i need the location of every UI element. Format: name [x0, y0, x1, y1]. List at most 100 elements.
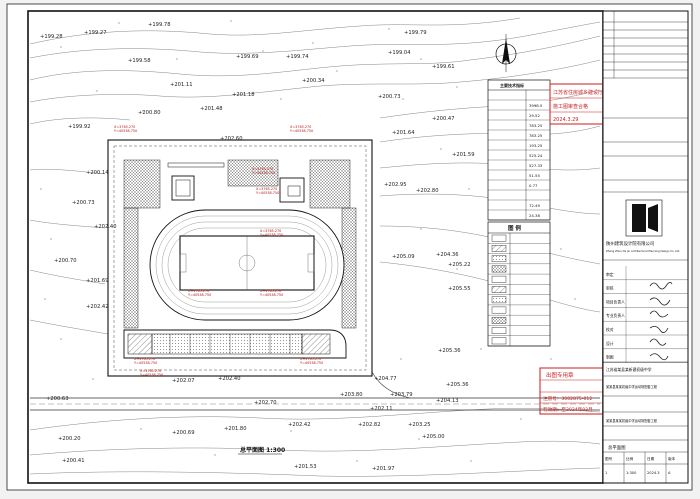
footer-value: 2024.3 — [647, 471, 660, 475]
person-role-label: 设计 — [606, 341, 614, 346]
person-role-label: 校对 — [606, 327, 614, 332]
svg-text:Y=40538.750: Y=40538.750 — [260, 233, 283, 237]
person-role-label: 审定 — [606, 272, 614, 277]
metrics-row-value: 3998.5 — [529, 103, 543, 108]
svg-text:ıı: ıı — [118, 21, 120, 25]
elevation-label: +202.07 — [172, 378, 195, 384]
metrics-row-value: 72.49 — [529, 203, 540, 208]
elevation-label: +204.13 — [436, 398, 459, 404]
elevation-label: +199.74 — [286, 54, 309, 60]
footer-value: 1:300 — [626, 471, 637, 475]
elevation-label: +201.59 — [452, 152, 475, 158]
elevation-label: +204.77 — [374, 376, 397, 382]
legend-swatch — [491, 245, 507, 252]
svg-text:ıı: ıı — [456, 267, 458, 271]
project-subtitle-1: 某某县某某初级中学运动场配套工程 — [606, 384, 658, 389]
svg-text:ıı: ıı — [468, 187, 470, 191]
svg-text:ıı: ıı — [142, 109, 144, 113]
svg-text:Y=40538.750: Y=40538.750 — [300, 361, 323, 365]
metrics-row-value: 783.25 — [529, 133, 543, 138]
legend-swatch — [491, 286, 507, 293]
svg-text:ıı: ıı — [60, 45, 62, 49]
svg-text:X=3765.270: X=3765.270 — [260, 289, 281, 293]
elevation-label: +202.40 — [94, 224, 117, 230]
svg-text:Y=40538.750: Y=40538.750 — [290, 129, 313, 133]
elevation-label: +199.27 — [84, 30, 107, 36]
svg-text:ıı: ıı — [50, 237, 52, 241]
elevation-label: +201.48 — [200, 106, 223, 112]
elevation-label: +204.36 — [436, 252, 459, 258]
elevation-label: +203.25 — [408, 422, 431, 428]
svg-text:ıı: ıı — [456, 85, 458, 89]
person-role-label: 项目负责人 — [606, 299, 625, 304]
road — [30, 371, 600, 411]
svg-text:ıı: ıı — [520, 417, 522, 421]
elevation-label: +200.20 — [58, 436, 81, 442]
svg-text:ıı: ıı — [440, 147, 442, 151]
buildings — [167, 162, 305, 203]
metrics-row-value: 783.25 — [529, 123, 543, 128]
person-role-label: 专业负责人 — [606, 313, 625, 318]
elevation-label: +199.78 — [148, 22, 171, 28]
project-subtitle-2: 某某县某某初级中学运动场配套工程 — [606, 418, 658, 423]
footer-value: A — [668, 471, 671, 475]
legend-swatch — [491, 265, 507, 273]
footer-key: 图号 — [605, 456, 613, 461]
elevation-label: +205.36 — [438, 348, 461, 354]
svg-text:ıı: ıı — [418, 437, 420, 441]
legend-swatch — [491, 337, 507, 345]
svg-text:ıı: ıı — [574, 297, 576, 301]
footer-value: 1 — [605, 471, 607, 475]
elevation-label: +201.80 — [224, 426, 247, 432]
footer-key: 日期 — [647, 456, 655, 461]
title-block: 陕州建筑设计院有限公司 Zhang Zhou Da Jiu Architectu… — [602, 10, 689, 484]
svg-text:Y=40538.750: Y=40538.750 — [134, 361, 157, 365]
person-role-label: 制图 — [606, 355, 614, 360]
elevation-label: +199.69 — [236, 54, 259, 60]
metrics-table-title: 主要技术指标 — [500, 82, 524, 88]
north-arrow-icon — [495, 34, 517, 72]
elevation-label: +199.61 — [432, 64, 455, 70]
legend-swatch — [491, 255, 507, 263]
svg-text:ıı: ıı — [92, 377, 94, 381]
elevation-label: +200.14 — [86, 170, 109, 176]
svg-text:Y=40538.750: Y=40538.750 — [260, 293, 283, 297]
svg-text:X=3765.270: X=3765.270 — [114, 125, 135, 129]
person-role-label: 审核 — [606, 286, 614, 291]
running-track — [149, 209, 345, 321]
elevation-label: +202.70 — [254, 400, 277, 406]
legend-swatch — [491, 316, 507, 324]
scale-label: 总平面图 1:300 — [240, 446, 285, 454]
elevation-label: +200.73 — [378, 94, 401, 100]
elevation-label: +205.09 — [392, 254, 415, 260]
legend-swatch — [491, 296, 507, 304]
elevation-label: +199.28 — [40, 34, 63, 40]
seal-validity: 有效期：至2024年03月 — [543, 406, 593, 413]
seal-line1: 出图专用章 — [546, 371, 574, 379]
elevation-label: +200.69 — [172, 430, 195, 436]
contour-lines — [29, 17, 601, 477]
elevation-label: +205.22 — [448, 262, 471, 268]
elevation-label: +200.63 — [46, 396, 69, 402]
svg-text:Y=40538.750: Y=40538.750 — [140, 373, 163, 377]
svg-text:ıı: ıı — [230, 19, 232, 23]
svg-text:X=3765.270: X=3765.270 — [256, 187, 277, 191]
legend-swatch — [491, 275, 507, 283]
elevation-label: +201.18 — [232, 92, 255, 98]
seal-registration: 注册号：3002875-012 — [543, 395, 592, 402]
svg-text:ıı: ıı — [480, 347, 482, 351]
elevation-label: +203.80 — [340, 392, 363, 398]
svg-text:ıı: ıı — [420, 57, 422, 61]
elevation-label: +199.79 — [404, 30, 427, 36]
legend-swatch — [491, 327, 507, 334]
svg-text:ıı: ıı — [280, 97, 282, 101]
site-boundary — [107, 139, 373, 377]
footer-key: 比例 — [626, 456, 634, 461]
svg-text:ıı: ıı — [356, 459, 358, 463]
elevation-label: +200.47 — [432, 116, 455, 122]
company-name-en: Zhang Zhou Da Jiu Architectural Planning… — [606, 249, 680, 253]
metrics-row-value: 24.38 — [529, 213, 540, 218]
elevation-label: +202.60 — [220, 136, 243, 142]
